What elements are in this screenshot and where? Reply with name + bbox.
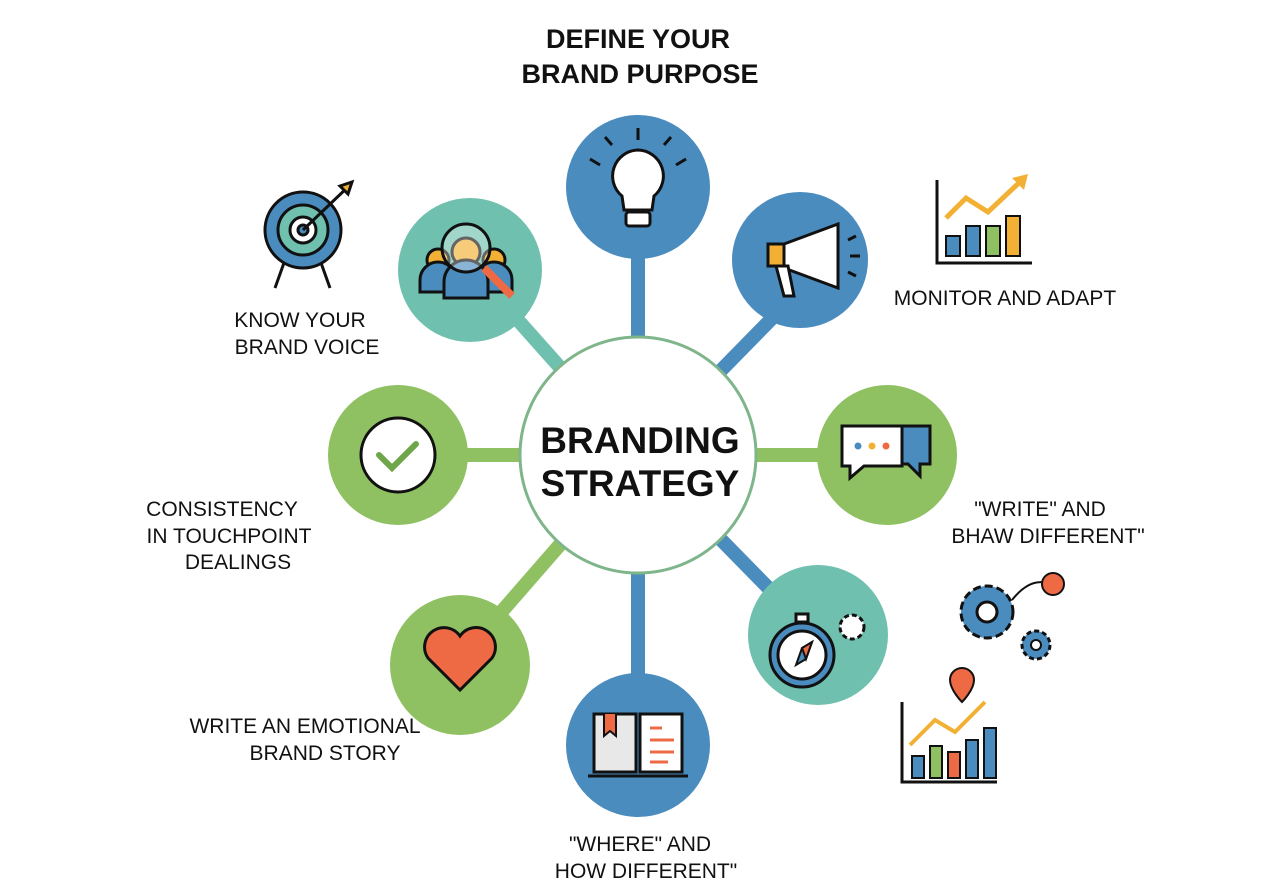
node-write bbox=[817, 385, 957, 525]
write-label-line2: BHAW DIFFERENT" bbox=[951, 525, 1144, 548]
story-label-line1: WRITE AN EMOTIONAL bbox=[189, 715, 420, 738]
compass-icon bbox=[768, 612, 866, 689]
purpose-label-line2: BRAND PURPOSE bbox=[521, 59, 758, 89]
consistency-label-line3: DEALINGS bbox=[185, 551, 291, 574]
monitor-label: MONITOR AND ADAPT bbox=[894, 287, 1117, 310]
node-monitor bbox=[732, 192, 868, 328]
center-title-line1: BRANDING bbox=[540, 420, 739, 461]
lightbulb-icon bbox=[589, 128, 687, 228]
write-label-line1: "WRITE" AND bbox=[974, 498, 1106, 521]
chat-bubbles-icon bbox=[840, 424, 932, 482]
center-node: BRANDING STRATEGY bbox=[518, 335, 758, 575]
megaphone-icon bbox=[766, 221, 860, 298]
people-magnifier-icon bbox=[418, 222, 515, 300]
node-purpose bbox=[566, 115, 710, 259]
target-icon bbox=[263, 179, 355, 289]
where-label-line1: "WHERE" AND bbox=[569, 833, 711, 856]
checkmark-icon bbox=[376, 441, 419, 473]
growth-chart-icon bbox=[935, 174, 1032, 265]
gears-icon bbox=[959, 572, 1065, 661]
consistency-label-line2: IN TOUCHPOINT bbox=[147, 525, 312, 548]
voice-label-line2: BRAND VOICE bbox=[235, 336, 380, 359]
center-title-line2: STRATEGY bbox=[541, 463, 740, 504]
where-label-line2: HOW DIFFERENT" bbox=[555, 860, 737, 883]
node-story bbox=[390, 595, 530, 735]
node-voice bbox=[398, 198, 542, 342]
story-label-line2: BRAND STORY bbox=[250, 742, 401, 765]
consistency-label-line1: CONSISTENCY bbox=[146, 498, 298, 521]
heart-icon bbox=[423, 626, 497, 693]
purpose-label-line1: DEFINE YOUR bbox=[546, 24, 730, 54]
node-consistency bbox=[328, 385, 468, 525]
node-compass bbox=[748, 565, 888, 705]
voice-label-line1: KNOW YOUR bbox=[234, 309, 365, 332]
node-where bbox=[566, 673, 710, 817]
book-icon bbox=[588, 712, 688, 778]
location-chart-icon bbox=[900, 666, 997, 784]
